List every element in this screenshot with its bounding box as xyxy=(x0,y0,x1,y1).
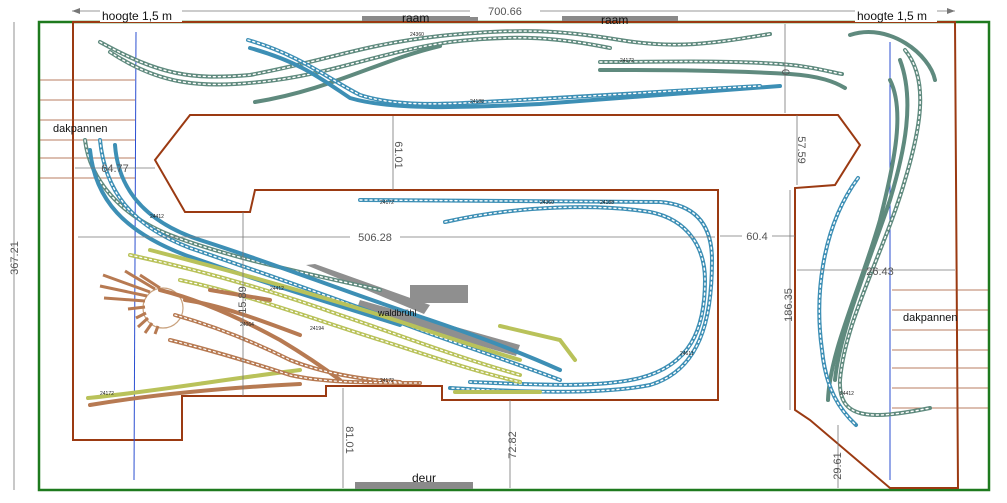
tracks-blue xyxy=(88,38,860,427)
track-code: 24611 xyxy=(680,351,694,357)
door-marker xyxy=(355,482,473,489)
dim-bottom-left: 81.01 xyxy=(343,426,355,454)
turntable-stalls xyxy=(99,269,161,335)
room-width-text: 700.66 xyxy=(488,6,522,18)
track-code: 24360 xyxy=(410,32,424,38)
height-label-left: hoogte 1,5 m xyxy=(102,9,172,23)
door-label: deur xyxy=(412,471,436,485)
track-code: 24412 xyxy=(840,391,854,397)
height-label-right: hoogte 1,5 m xyxy=(857,9,927,23)
dim-right-module-height: 186.35 xyxy=(783,288,795,322)
track-code-labels: 24412 24172 24360 24188 24188 24360 2417… xyxy=(100,32,854,397)
room-width-dimension: 700.66 xyxy=(72,5,955,18)
track-code: 24188 xyxy=(470,99,484,105)
dim-right-module-width: 26.43 xyxy=(866,266,894,278)
dim-main-width: 506.28 xyxy=(358,232,392,244)
window-1-marker xyxy=(362,16,478,23)
dim-bottom-right: 29.61 xyxy=(832,452,844,480)
track-code: 24172 xyxy=(380,200,394,206)
track-code: 24172 xyxy=(620,58,634,64)
dim-inner-gap-top: 61.01 xyxy=(392,141,404,169)
dim-left-height: 15.89 xyxy=(237,286,249,314)
track-code: 24194 xyxy=(310,326,324,332)
track-code: 24172 xyxy=(100,391,114,397)
room-height-dimension: 367.21 xyxy=(9,22,21,490)
dim-right-gap: 57.59 xyxy=(795,136,807,164)
window-2-marker xyxy=(562,16,678,23)
roof-tiles-left-label: dakpannen xyxy=(53,123,107,135)
track-code: 24360 xyxy=(540,200,554,206)
roof-tiles-left-lines xyxy=(40,79,135,179)
window-1-label: raam xyxy=(402,11,429,25)
tracks-brown xyxy=(88,288,422,407)
dim-bottom-mid: 72.82 xyxy=(507,431,519,459)
roof-tiles-right-label: dakpannen xyxy=(903,312,957,324)
dim-aisle: 60.4 xyxy=(746,231,767,243)
window-2-label: raam xyxy=(601,13,628,27)
tracks-grey xyxy=(83,29,937,417)
track-code: 24412 xyxy=(150,214,164,220)
track-code: 24064 xyxy=(240,322,254,328)
track-code: 24172 xyxy=(380,378,394,384)
track-code: 24188 xyxy=(600,200,614,206)
dim-top-zero: 0 xyxy=(779,69,791,75)
baseboard-outline xyxy=(72,21,960,489)
track-code: 24412 xyxy=(270,286,284,292)
room-height-text: 367.21 xyxy=(9,241,21,275)
station-label: waldbrühl xyxy=(377,308,417,318)
dim-left-depth: 64.77 xyxy=(101,163,129,175)
roof-tiles-right-lines xyxy=(892,289,988,409)
